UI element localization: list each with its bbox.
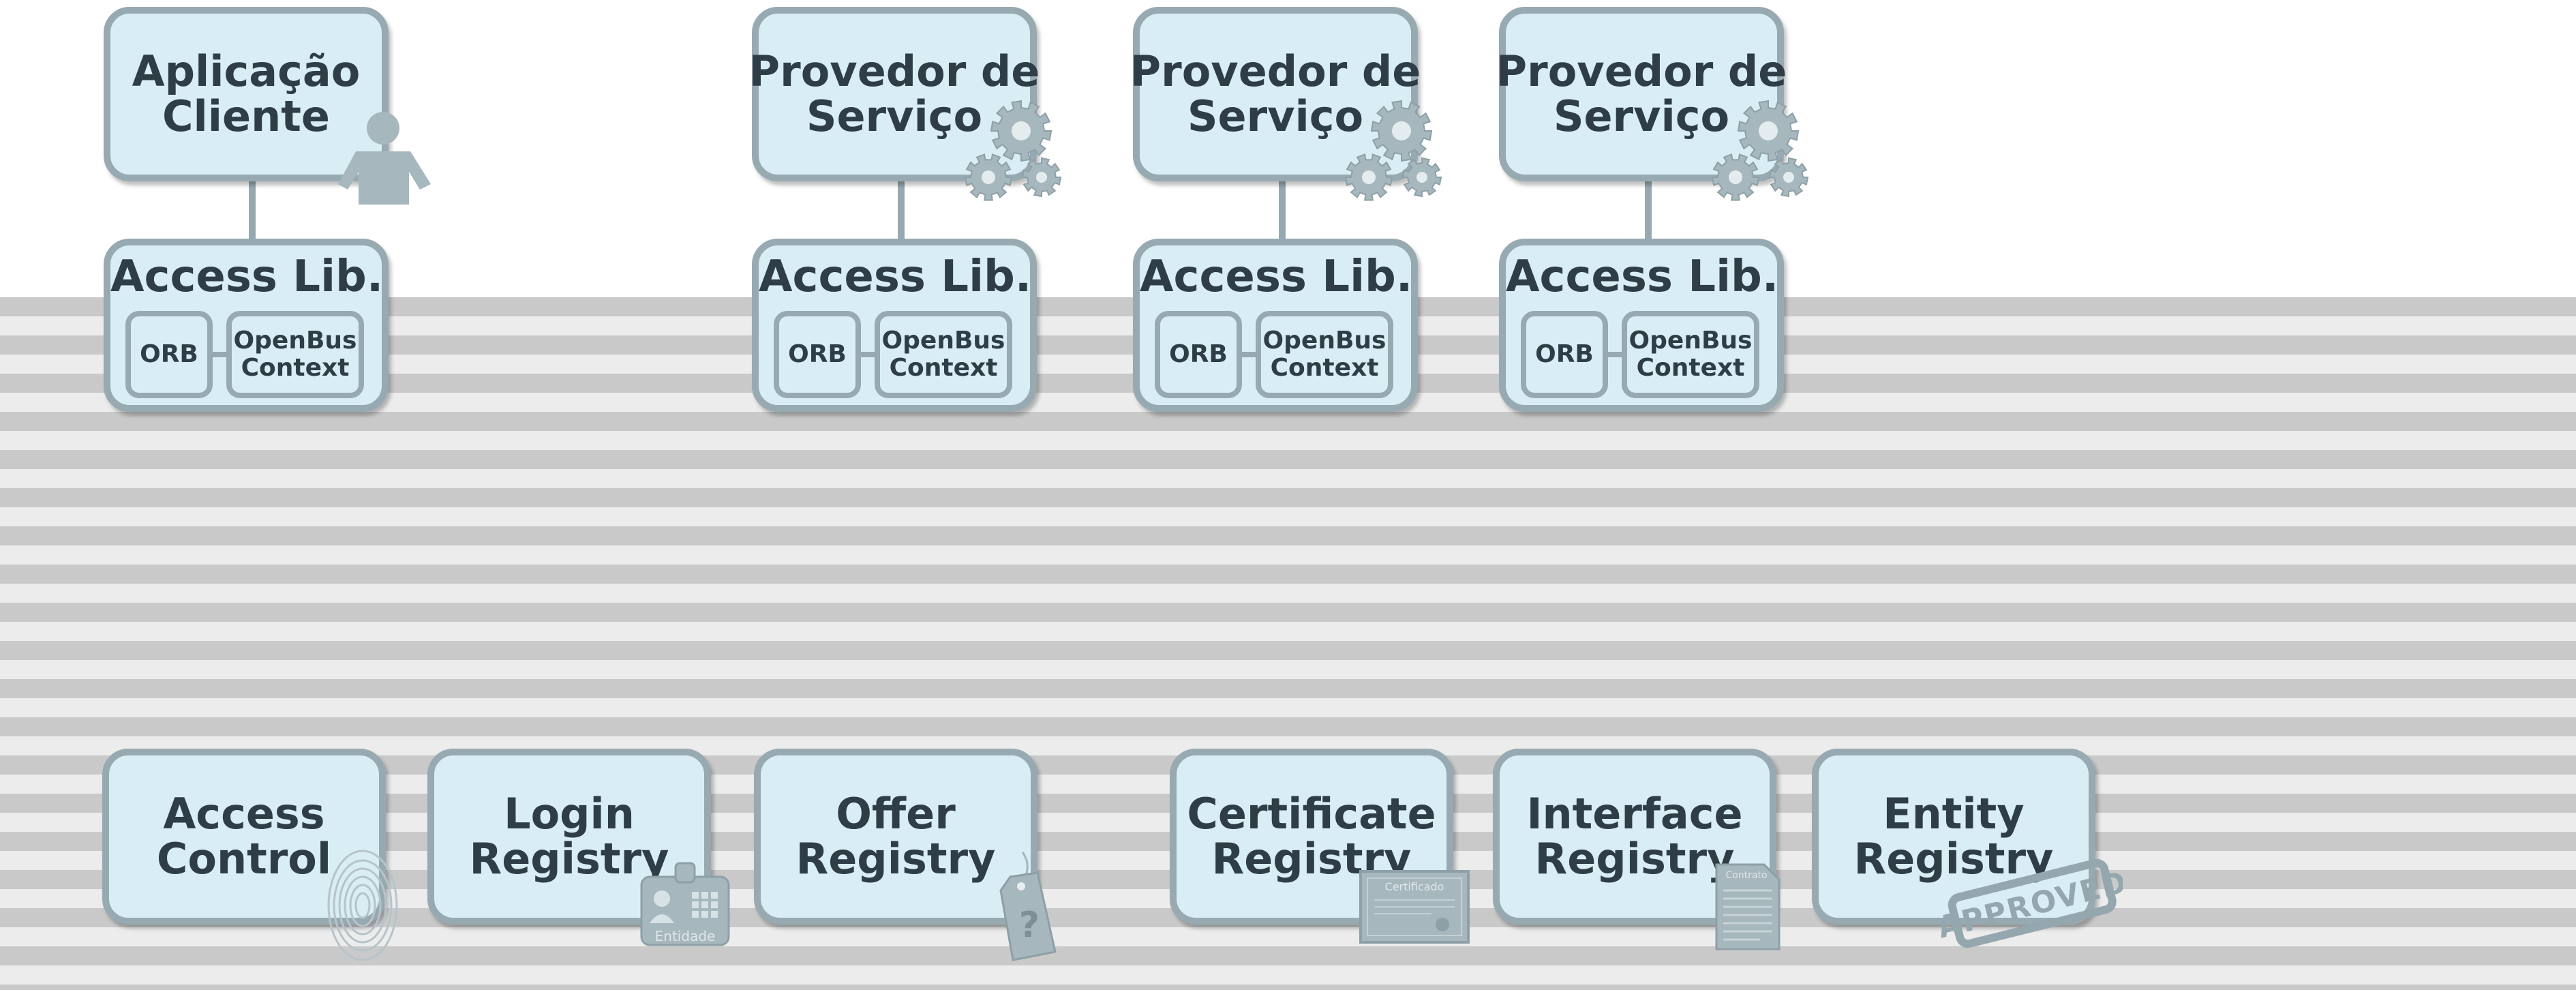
gear-hole xyxy=(1759,121,1778,140)
client-label-line2: Cliente xyxy=(162,91,330,141)
provider-label-line1: Provedor de xyxy=(1496,46,1787,96)
stamp-icon: APPROVED xyxy=(1941,858,2123,948)
context-label-line2: Context xyxy=(241,354,350,382)
gear-hole xyxy=(1362,170,1376,184)
document-icon: Contrato xyxy=(1715,863,1781,950)
login-registry-box: Login Registry xyxy=(427,749,711,925)
client-application-box: Aplicação Cliente xyxy=(104,7,389,181)
service-label-line1: Login xyxy=(504,789,635,839)
orb-box: ORB xyxy=(125,311,213,398)
fingerprint-icon xyxy=(327,850,398,961)
gears-icon xyxy=(1711,100,1809,201)
provider-label-line2: Serviço xyxy=(1553,91,1730,141)
provider-label-line2: Serviço xyxy=(1187,91,1364,141)
user-icon xyxy=(338,112,431,205)
context-label-line2: Context xyxy=(889,354,998,382)
service-label-line1: Entity xyxy=(1883,789,2025,839)
tag-caption: ? xyxy=(1019,905,1040,946)
access-lib-box: Access Lib. ORB OpenBus Context xyxy=(1499,239,1784,412)
orb-context-link xyxy=(861,352,875,357)
gear-hole xyxy=(982,170,995,184)
offer-registry-box: Offer Registry xyxy=(754,749,1037,925)
gears-icon xyxy=(964,100,1062,201)
service-label-line1: Certificate xyxy=(1187,789,1436,839)
client-label-line1: Aplicação xyxy=(132,46,361,96)
connector-provider-3 xyxy=(1645,179,1652,241)
provider-label-line2: Serviço xyxy=(806,91,983,141)
connector-client xyxy=(249,179,256,241)
service-label-line2: Control xyxy=(156,834,332,884)
orb-label: ORB xyxy=(1535,340,1594,368)
provider-label-line1: Provedor de xyxy=(1130,46,1421,96)
orb-box: ORB xyxy=(774,311,861,398)
access-lib-title: Access Lib. xyxy=(1140,252,1413,302)
orb-label: ORB xyxy=(1169,340,1228,368)
connector-provider-2 xyxy=(1279,179,1286,241)
gears-icon xyxy=(1344,100,1442,201)
orb-box: ORB xyxy=(1155,311,1242,398)
access-control-box: Access Control xyxy=(102,749,386,925)
gear-hole xyxy=(1012,121,1031,140)
gear-hole xyxy=(1392,121,1411,140)
openbus-context-box: OpenBus Context xyxy=(1256,311,1393,398)
service-provider-box: Provedor de Serviço xyxy=(1130,7,1421,181)
tag-icon: ? xyxy=(999,852,1057,961)
service-label-line2: Registry xyxy=(1853,834,2054,884)
orb-label: ORB xyxy=(788,340,847,368)
gear-hole xyxy=(1783,172,1794,183)
document-caption: Contrato xyxy=(1725,870,1767,881)
access-lib-box: Access Lib. ORB OpenBus Context xyxy=(1133,239,1418,412)
service-label-line1: Access xyxy=(163,789,325,839)
entity-registry-box: Entity Registry xyxy=(1812,749,2095,925)
orb-context-link xyxy=(1242,352,1256,357)
context-label-line2: Context xyxy=(1270,354,1379,382)
service-label-line2: Registry xyxy=(1534,834,1735,884)
context-label-line1: OpenBus xyxy=(1262,327,1387,355)
service-label-line1: Offer xyxy=(836,789,956,839)
connector-provider-1 xyxy=(898,179,905,241)
access-lib-title: Access Lib. xyxy=(759,252,1032,302)
service-provider-box: Provedor de Serviço xyxy=(748,7,1040,181)
orb-box: ORB xyxy=(1521,311,1608,398)
context-label-line1: OpenBus xyxy=(233,327,357,355)
service-label-line1: Interface xyxy=(1526,789,1743,839)
openbus-context-box: OpenBus Context xyxy=(1622,311,1759,398)
orb-label: ORB xyxy=(140,340,198,368)
gear-hole xyxy=(1729,170,1742,184)
service-provider-box: Provedor de Serviço xyxy=(1496,7,1787,181)
gear-hole xyxy=(1416,172,1427,183)
access-lib-title: Access Lib. xyxy=(1506,252,1779,302)
certificate-icon: Certificado xyxy=(1359,870,1470,944)
openbus-context-box: OpenBus Context xyxy=(226,311,364,398)
orb-context-link xyxy=(213,352,226,357)
context-label-line2: Context xyxy=(1636,354,1745,382)
access-lib-box: Access Lib. ORB OpenBus Context xyxy=(104,239,389,412)
provider-label-line1: Provedor de xyxy=(748,46,1040,96)
id-card-icon: Entidade xyxy=(640,862,730,946)
service-label-line2: Registry xyxy=(795,834,996,884)
service-label-line2: Registry xyxy=(469,834,669,884)
orb-context-link xyxy=(1608,352,1622,357)
openbus-context-box: OpenBus Context xyxy=(875,311,1012,398)
gear-hole xyxy=(1036,172,1047,183)
access-lib-title: Access Lib. xyxy=(110,252,384,302)
context-label-line1: OpenBus xyxy=(881,327,1005,355)
context-label-line1: OpenBus xyxy=(1628,327,1753,355)
access-lib-box: Access Lib. ORB OpenBus Context xyxy=(752,239,1037,412)
id-card-caption: Entidade xyxy=(655,928,716,944)
certificate-caption: Certificado xyxy=(1385,880,1444,893)
